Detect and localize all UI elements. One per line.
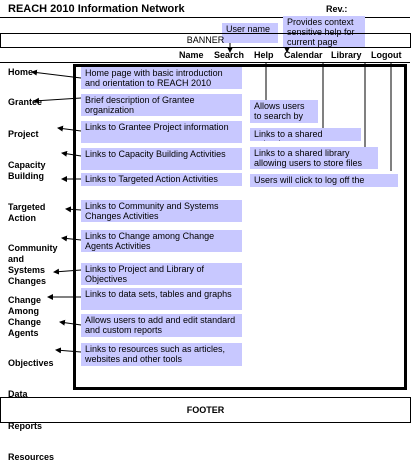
revision-label: Rev.: (326, 4, 348, 14)
left-nav-resources[interactable]: Resources (8, 452, 55, 462)
note-library: Links to a shared library allowing users… (250, 147, 378, 169)
content-frame (73, 64, 407, 390)
note-help: Provides context sensitive help for curr… (283, 16, 365, 48)
nav-help[interactable]: Help (254, 50, 274, 60)
left-nav-project[interactable]: Project (8, 129, 39, 139)
note-reports: Allows users to add and edit standard an… (81, 314, 242, 337)
page-title: REACH 2010 Information Network (8, 3, 185, 15)
banner: BANNER (0, 33, 411, 48)
note-grantee: Brief description of Grantee organizatio… (81, 94, 242, 116)
nav-search[interactable]: Search (214, 50, 245, 60)
left-nav-grantee[interactable]: Grantee (8, 97, 43, 107)
left-nav-data[interactable]: Data (8, 389, 28, 399)
nav-calendar[interactable]: Calendar (284, 50, 323, 60)
title-divider (0, 17, 410, 18)
note-resources: Links to resources such as articles, web… (81, 343, 242, 366)
note-home: Home page with basic introduction and or… (81, 67, 242, 89)
note-search: Allows users to search by (250, 100, 318, 123)
left-nav-community-systems-changes[interactable]: Community and Systems Changes (8, 243, 58, 286)
note-project: Links to Grantee Project information (81, 121, 242, 143)
nav-library[interactable]: Library (331, 50, 362, 60)
left-nav-targeted-action[interactable]: Targeted Action (8, 202, 46, 223)
footer: FOOTER (0, 397, 411, 423)
note-calendar: Links to a shared calendar (250, 128, 361, 141)
left-nav-home[interactable]: Home (8, 67, 34, 77)
note-capacity-building: Links to Capacity Building Activities (81, 148, 242, 170)
nav-logout[interactable]: Logout (371, 50, 402, 60)
note-logout: Users will click to log off the system (250, 174, 398, 187)
left-nav-reports[interactable]: Reports (8, 421, 43, 431)
left-nav-change-among-change-agents[interactable]: Change Among Change Agents (8, 295, 42, 338)
note-data: Links to data sets, tables and graphs (81, 288, 242, 310)
left-nav-capacity-building[interactable]: Capacity Building (8, 160, 46, 181)
nav-divider (0, 62, 410, 63)
note-targeted-action: Links to Targeted Action Activities (81, 173, 242, 186)
left-nav-objectives[interactable]: Objectives (8, 358, 54, 368)
nav-name[interactable]: Name (179, 50, 204, 60)
note-community-systems-changes: Links to Community and Systems Changes A… (81, 200, 242, 222)
note-objectives: Links to Project and Library of Objectiv… (81, 263, 242, 285)
note-change-agents: Links to Change among Change Agents Acti… (81, 230, 242, 252)
